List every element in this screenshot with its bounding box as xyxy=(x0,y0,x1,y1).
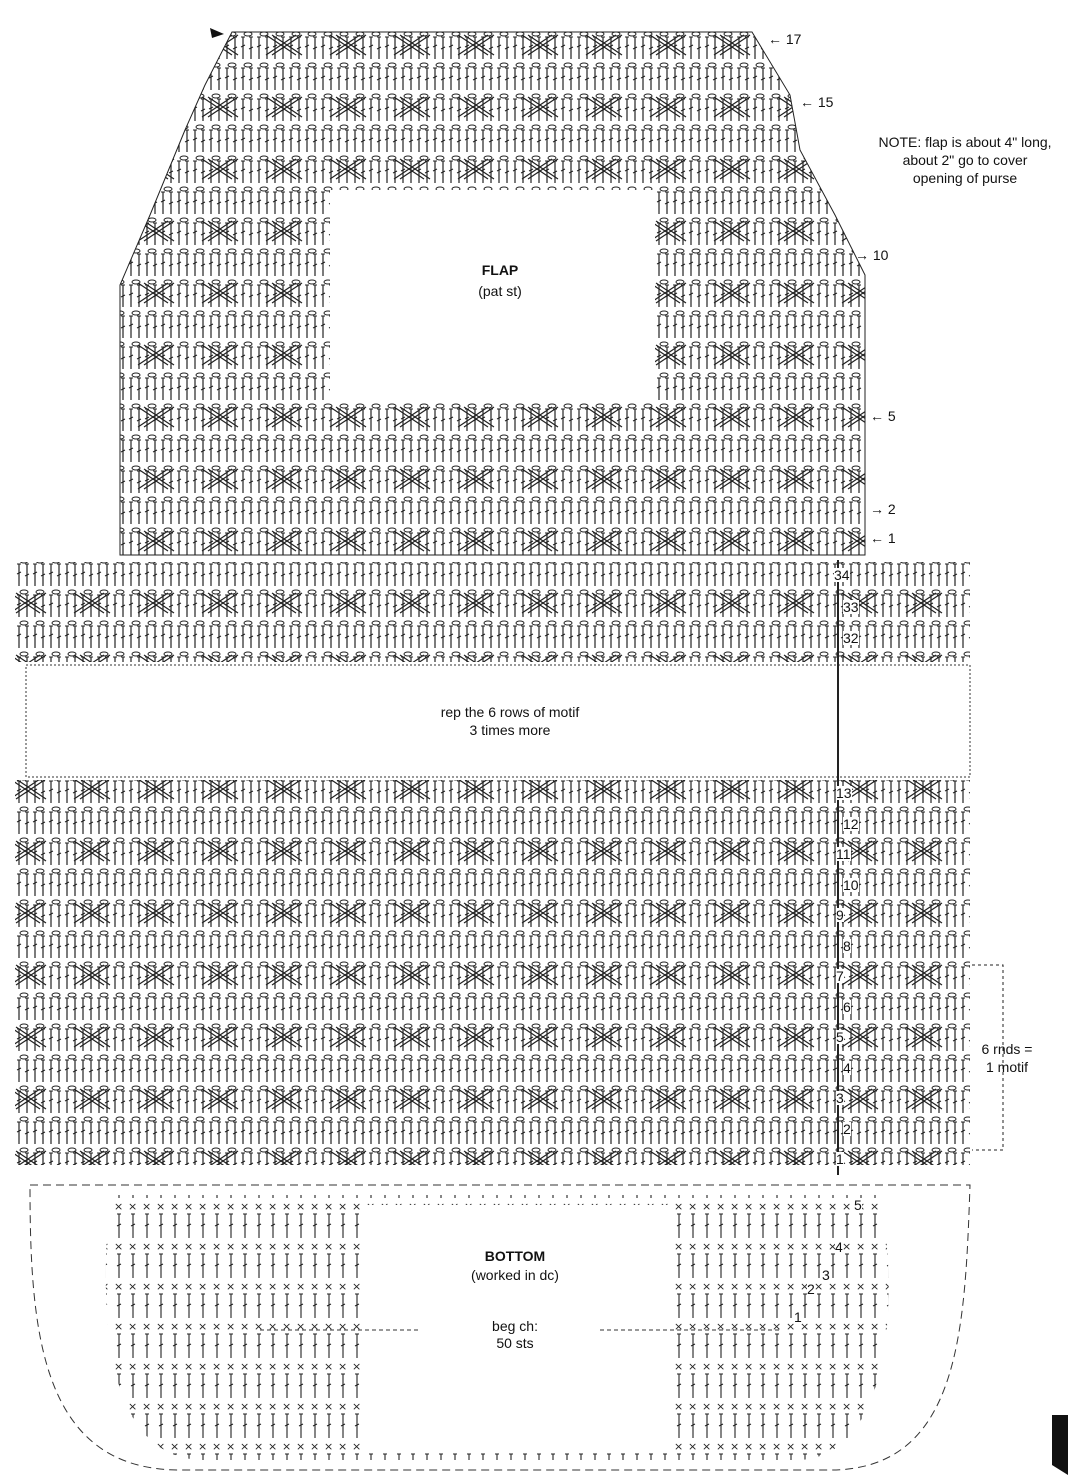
note-line: opening of purse xyxy=(912,170,1018,186)
flap-row-17: ← 17 xyxy=(768,31,802,47)
bottom-subtitle: (worked in dc) xyxy=(471,1267,559,1283)
repeat-line: 3 times more xyxy=(469,722,551,738)
body-row-5: 5 xyxy=(836,1029,844,1045)
body-row-2: 2 xyxy=(843,1120,851,1137)
note-line: NOTE: flap is about 4" long, xyxy=(878,134,1052,150)
beg-ch-label: beg ch: xyxy=(492,1318,538,1334)
flap-note: NOTE: flap is about 4" long, about 2" go… xyxy=(855,133,1068,187)
body-row-12: 12 xyxy=(843,815,859,832)
body-row-6: 6 xyxy=(843,998,851,1015)
flap-row-1: ← 1 xyxy=(870,530,896,546)
bottom-round-2: 2 xyxy=(807,1281,815,1297)
body-row-8: 8 xyxy=(843,937,851,954)
flap-row-10: → 10 xyxy=(855,247,889,263)
motif-line: 6 rnds = xyxy=(981,1041,1033,1057)
motif-line: 1 motif xyxy=(985,1059,1028,1075)
flap-row-5: ← 5 xyxy=(870,408,896,424)
flap-row-2: → 2 xyxy=(870,501,896,517)
body-row-32: 32 xyxy=(843,630,859,646)
corner-marker-icon xyxy=(1052,1415,1068,1475)
bottom-round-5: 5 xyxy=(854,1197,862,1213)
bottom-title: BOTTOM xyxy=(484,1248,546,1264)
body-row-4: 4 xyxy=(843,1059,851,1076)
body-row-33: 33 xyxy=(843,599,859,615)
note-line: about 2" go to cover xyxy=(902,152,1028,168)
bottom-round-3: 3 xyxy=(822,1267,830,1283)
body-row-11: 11 xyxy=(836,846,851,862)
body-row-13: 13 xyxy=(836,785,852,801)
bottom-center xyxy=(360,1205,670,1450)
beg-ch-count: 50 sts xyxy=(496,1335,534,1351)
body-row-9: 9 xyxy=(836,907,844,923)
repeat-box xyxy=(25,664,971,778)
bottom-round-1: 1 xyxy=(794,1309,802,1325)
body-row-10: 10 xyxy=(843,876,859,893)
body-row-34: 34 xyxy=(834,567,850,583)
flap-subtitle: (pat st) xyxy=(478,283,522,299)
body-row-1: 1 xyxy=(836,1151,844,1167)
start-marker-icon xyxy=(210,28,224,38)
bottom-round-4: 4 xyxy=(835,1239,843,1255)
body-row-3: 3 xyxy=(836,1090,844,1106)
repeat-line: rep the 6 rows of motif xyxy=(440,704,580,720)
flap-title: FLAP xyxy=(481,262,519,278)
motif-note: 6 rnds = 1 motif xyxy=(972,1040,1042,1076)
repeat-note: rep the 6 rows of motif 3 times more xyxy=(400,703,620,739)
flap-opening xyxy=(330,190,655,402)
flap-row-15: ← 15 xyxy=(800,94,834,110)
body-row-7: 7 xyxy=(836,968,844,984)
